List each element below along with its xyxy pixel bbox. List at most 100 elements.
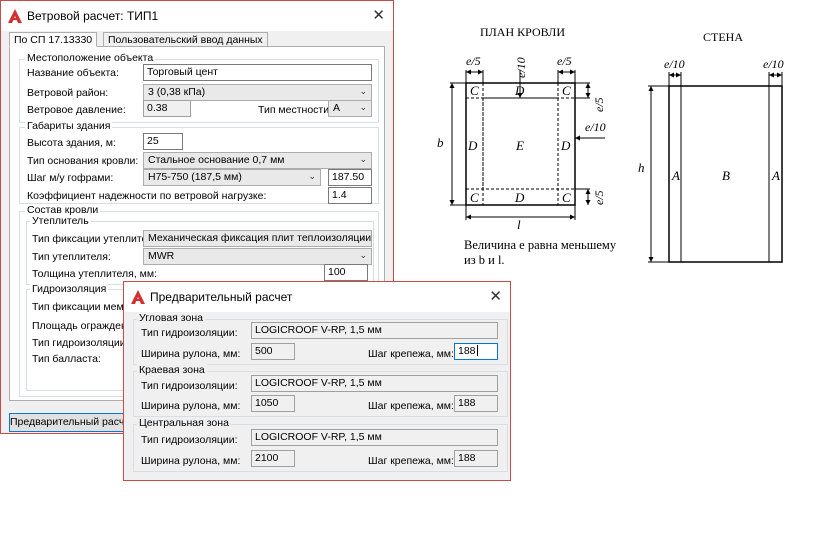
close-icon[interactable]: ✕ [489,288,502,305]
waterproofing-group-title: Гидроизоляция [30,283,109,295]
preliminary-calc-window: Предварительный расчет ✕ Угловая зона Ти… [123,281,511,481]
roof-base-label: Тип основания кровли: [27,155,139,167]
central-zone-type-field: LOGICROOF V-RP, 1,5 мм [251,429,498,446]
central-zone-width-label: Ширина рулона, мм: [141,455,241,467]
window-title: Предварительный расчет [150,290,293,304]
edge-zone-width-field: 1050 [251,395,295,412]
wind-pressure-field: 0.38 [143,100,191,117]
corner-zone-step-label: Шаг крепежа, мм: [368,348,454,360]
chevron-down-icon: ⌄ [359,232,367,242]
insulation-group-title: Утеплитель [30,215,91,227]
autocad-app-icon [131,290,145,304]
edge-zone-step-field: 188 [454,395,498,412]
wall-zone-a-right: A [772,168,780,183]
corrugation-step-select[interactable]: H75-750 (187,5 мм) ⌄ [143,169,321,186]
edge-zone-group: Краевая зона [133,364,508,417]
central-zone-step-label: Шаг крепежа, мм: [368,455,454,467]
close-icon[interactable]: ✕ [372,7,385,24]
terrain-type-label: Тип местности: [258,104,333,116]
corner-zone-step-value: 188 [458,345,476,357]
roof-dim-b: b [437,135,444,150]
roof-note-line-2: из b и l. [464,253,505,267]
text-cursor [476,345,478,356]
chevron-down-icon: ⌄ [359,154,367,164]
window-titlebar[interactable]: Ветровой расчет: ТИП1 ✕ [1,1,393,31]
roof-zone-d-top: D [515,83,525,98]
corner-zone-group: Угловая зона [133,312,508,365]
insulation-type-select[interactable]: MWR ⌄ [143,248,372,265]
wind-region-label: Ветровой район: [27,87,109,99]
terrain-type-value: A [333,102,341,114]
roof-zone-d-bottom: D [515,190,525,205]
roof-plan-drawing [449,69,605,220]
insulation-type-label: Тип утеплителя: [32,251,111,263]
roof-base-select[interactable]: Стальное основание 0,7 мм ⌄ [143,152,372,169]
object-name-label: Название объекта: [27,67,119,79]
object-name-input[interactable]: Торговый цент [143,64,372,81]
wall-title: СТЕНА [703,30,743,44]
roof-base-value: Стальное основание 0,7 мм [148,154,285,166]
wall-zone-b: B [722,168,730,183]
roof-dim-e5-right: e/5 [557,54,572,68]
roof-dim-e5-left: e/5 [466,54,481,68]
roof-dim-l: l [517,217,521,232]
reliability-coef-input[interactable]: 1.4 [328,187,372,204]
roof-zone-c-top-left: C [470,83,479,98]
wall-zone-a-left: A [672,168,680,183]
insulation-fixing-label: Тип фиксации утеплителя: [32,233,162,245]
roof-zone-c-top-right: C [562,83,571,98]
wind-region-select[interactable]: 3 (0,38 кПа)⌄ [143,84,372,101]
chevron-down-icon: ⌄ [308,171,316,181]
roof-zone-c-bottom-left: C [470,190,479,205]
roof-zone-d-right: D [561,138,571,153]
roof-dim-e10-top: e/10 [514,57,528,78]
insulation-thickness-label: Толщина утеплителя, мм: [32,268,158,280]
roof-dim-e5-right-top: e/5 [592,97,606,112]
central-zone-step-field: 188 [454,450,498,467]
wall-dim-h: h [638,160,645,175]
edge-zone-title: Краевая зона [137,364,207,376]
corner-zone-step-input[interactable]: 188 [454,343,498,360]
window-titlebar[interactable]: Предварительный расчет ✕ [124,282,510,312]
location-group-title: Местоположение объекта [25,52,156,64]
edge-zone-type-field: LOGICROOF V-RP, 1,5 мм [251,375,498,392]
corrugation-step-selected: H75-750 (187,5 мм) [148,171,242,183]
reliability-coef-label: Коэффициент надежности по ветровой нагру… [27,190,267,202]
corner-zone-title: Угловая зона [137,312,205,324]
roof-plan-title: ПЛАН КРОВЛИ [480,25,565,39]
insulation-type-value: MWR [148,250,175,262]
central-zone-group: Центральная зона [133,417,508,472]
central-zone-width-field: 2100 [251,450,295,467]
window-title: Ветровой расчет: ТИП1 [27,9,159,23]
wall-dim-e10-right: e/10 [763,57,784,71]
corner-zone-type-field: LOGICROOF V-RP, 1,5 мм [251,322,498,339]
wind-pressure-label: Ветровое давление: [27,104,126,116]
waterproofing-type-label: Тип гидроизоляции: [32,337,129,349]
edge-zone-type-label: Тип гидроизоляции: [141,380,238,392]
terrain-type-select[interactable]: A⌄ [328,100,372,117]
corrugation-step-input[interactable]: 187.50 [328,169,372,186]
roof-composition-group-title: Состав кровли [25,204,101,216]
location-group: Местоположение объекта [19,52,379,123]
wall-dim-e10-left: e/10 [664,57,685,71]
tab-user-input[interactable]: Пользовательский ввод данных [103,32,268,47]
corner-zone-type-label: Тип гидроизоляции: [141,327,238,339]
wall-diagram: СТЕНА e/10 e/10 h A B A [630,20,820,270]
roof-dim-e10-right: e/10 [585,120,606,134]
roof-zone-d-left: D [468,138,478,153]
dimensions-group-title: Габариты здания [25,120,113,132]
building-height-input[interactable]: 25 [143,133,183,150]
building-height-label: Высота здания, м: [27,137,116,149]
tab-sp-17-13330[interactable]: По СП 17.13330 [9,32,98,47]
insulation-thickness-input[interactable]: 100 [324,264,368,281]
preliminary-calc-button[interactable]: Предварительный расчет [9,413,135,432]
insulation-fixing-select[interactable]: Механическая фиксация плит теплоизоляции… [143,230,372,247]
autocad-app-icon [8,9,22,23]
roof-note-line-1: Величина e равна меньшему [464,238,617,252]
chevron-down-icon: ⌄ [359,250,367,260]
roof-zone-c-bottom-right: C [562,190,571,205]
wind-region-value: 3 (0,38 кПа) [148,86,206,98]
central-zone-type-label: Тип гидроизоляции: [141,434,238,446]
roof-plan-diagram: ПЛАН КРОВЛИ e/5 e/10 e/5 [430,20,630,280]
edge-zone-width-label: Ширина рулона, мм: [141,400,241,412]
